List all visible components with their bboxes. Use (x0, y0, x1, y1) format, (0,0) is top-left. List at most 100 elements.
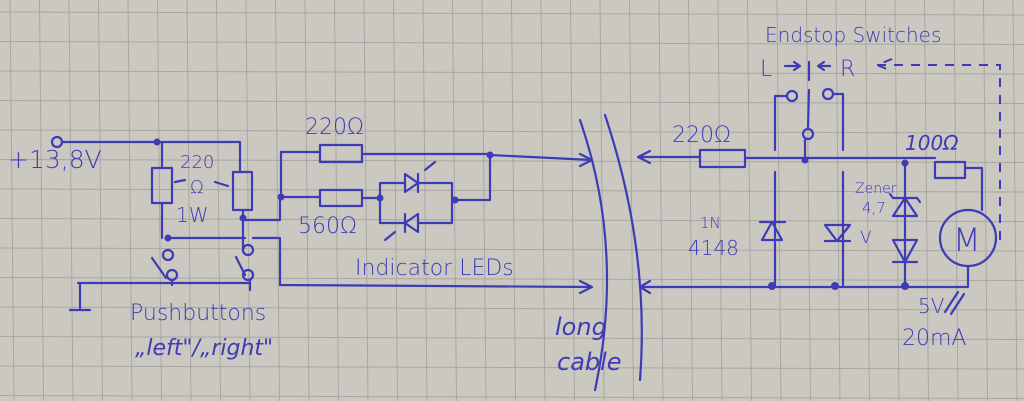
resistor-right (231, 170, 254, 212)
resistor-100-label: 100Ω (905, 131, 959, 155)
grid-line (68, 0, 74, 401)
supply-wires (60, 140, 245, 252)
motor-label: M (953, 221, 981, 259)
junction (164, 234, 172, 242)
junction (277, 193, 285, 201)
grid-line (629, 0, 634, 401)
led-icon (823, 223, 852, 243)
resistor-560 (318, 188, 364, 208)
endstop-arrows (783, 60, 832, 82)
endstop-label: Endstop Switches (765, 23, 941, 47)
pushbuttons-names: „left"/„right" (135, 336, 273, 361)
cable-label-2: cable (557, 348, 622, 376)
grid-line (39, 0, 44, 401)
grid-line (0, 277, 1024, 281)
grid-line (806, 0, 811, 401)
junction (239, 214, 247, 222)
grid-line (0, 41, 1024, 45)
endstop-left-label: L (760, 57, 772, 82)
grid-line (747, 0, 752, 401)
grid-line (0, 100, 1024, 104)
diode-label-2: 4148 (688, 236, 739, 260)
grid-line (216, 0, 221, 401)
resistor-remote-label: 220Ω (672, 123, 731, 148)
resistor-power: 1W (176, 203, 209, 227)
grid-line (0, 306, 1024, 311)
switch-wires (773, 92, 845, 287)
junction (901, 282, 909, 290)
led-icon (403, 212, 420, 234)
resistor-560-label: 560Ω (298, 214, 357, 239)
pushbutton-left-contact (161, 248, 175, 262)
zener-unit: V (860, 228, 872, 248)
endstop-right-label: R (840, 57, 855, 82)
grid-line (540, 0, 546, 401)
grid-line (275, 0, 280, 401)
junction (451, 196, 459, 204)
grid-line (0, 218, 1024, 222)
grid-line (334, 0, 339, 401)
grid-line (570, 0, 575, 401)
grid-line (9, 0, 15, 401)
pushbuttons-label: Pushbuttons (130, 301, 266, 326)
grid-line (304, 0, 310, 401)
grid-line (0, 129, 1024, 134)
led-icon (403, 172, 420, 194)
grid-line (865, 0, 870, 401)
grid-line (0, 11, 1024, 16)
switch-contact (785, 89, 799, 103)
led-wires (378, 152, 492, 225)
grid-line (245, 0, 251, 401)
diode-1n4148-icon (758, 220, 787, 242)
grid-line (1012, 0, 1018, 401)
grid-line (0, 247, 1024, 252)
grid-line (393, 0, 398, 401)
grid-line (688, 0, 693, 401)
wires (743, 156, 984, 212)
grid-line (98, 0, 103, 401)
grid-line (0, 336, 1024, 340)
zener-label: Zener (855, 181, 897, 197)
ground-icon (68, 278, 252, 312)
resistor-220-label: 220Ω (305, 115, 364, 140)
grid-line (0, 159, 1024, 163)
resistor-220 (318, 143, 364, 164)
grid-line (835, 0, 841, 401)
grid-line (127, 0, 133, 401)
grid-line (776, 0, 782, 401)
pushbutton-right-contact (241, 243, 255, 257)
endstop-switch-lever[interactable] (803, 88, 811, 162)
motor-current: 20mA (902, 326, 966, 351)
resistor-left-value: 220 (180, 152, 214, 173)
motor-spec-marks (943, 290, 966, 316)
resistor-left-unit: Ω (190, 177, 204, 198)
grid-line (983, 0, 988, 401)
cable-label-1: long (555, 313, 607, 341)
grid-line (894, 0, 900, 401)
grid-line (717, 0, 723, 401)
grid-line (511, 0, 516, 401)
grid-line (0, 70, 1024, 75)
cable-arrow-top (488, 152, 594, 168)
grid-line (924, 0, 929, 401)
cable-break (578, 113, 643, 392)
pushbutton-right[interactable] (234, 255, 247, 277)
grid-line (157, 0, 162, 401)
grid-line (363, 0, 369, 401)
resistor-left (150, 166, 174, 205)
pushbutton-right-contact (241, 268, 255, 282)
zener-value: 4,7 (862, 199, 886, 217)
switch-contact (801, 127, 815, 141)
junction (768, 282, 776, 290)
grid-line (422, 0, 428, 401)
grid-line (0, 395, 1024, 399)
diode-label-1: 1N (700, 214, 721, 232)
pushbutton-left[interactable] (150, 256, 168, 280)
zener-diode-icon (888, 161, 922, 287)
return-wire (638, 264, 970, 295)
label-arrows (173, 178, 230, 188)
resistor-remote (698, 148, 747, 169)
